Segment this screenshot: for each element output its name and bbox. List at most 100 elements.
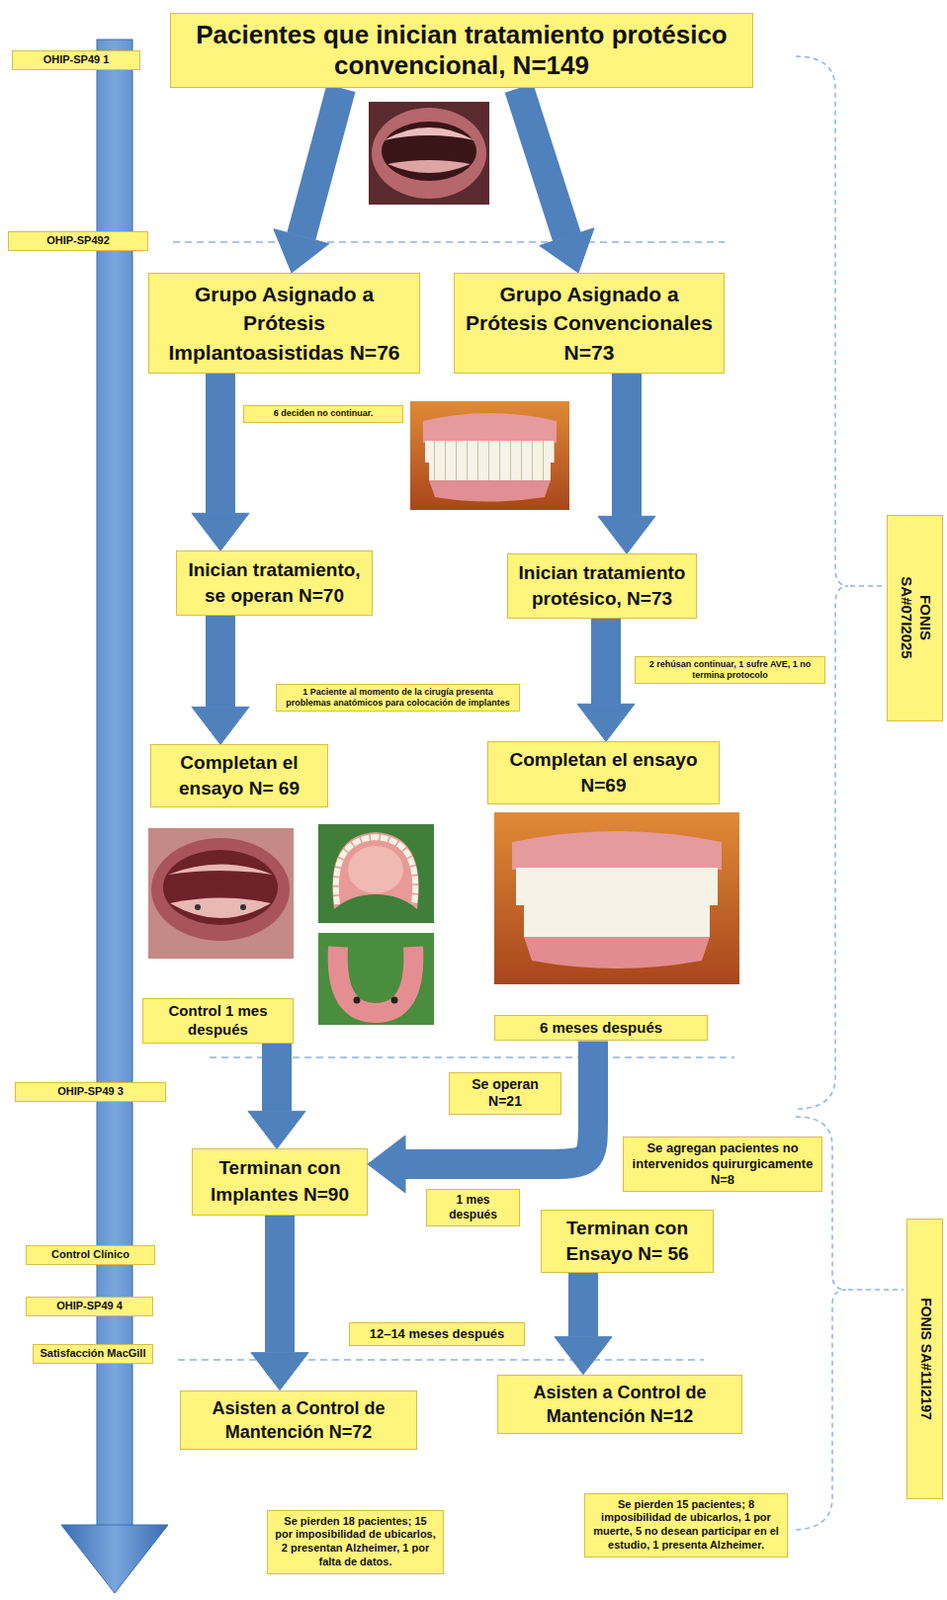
process-box: Terminan con Ensayo N= 56 — [540, 1209, 714, 1273]
node-text: Satisfacción MacGill — [37, 1347, 149, 1362]
flow-arrow — [191, 615, 250, 746]
brace-tick — [848, 1289, 904, 1292]
photo-ground — [318, 933, 434, 1026]
arrow-shaft — [518, 87, 567, 238]
arrow-shaft — [205, 615, 236, 708]
node-text: 1 Paciente al momento de la cirugía pres… — [280, 687, 516, 710]
upper-ridge — [168, 864, 273, 876]
process-box: Completan el ensayo N= 69 — [150, 744, 329, 807]
arrow-shaft — [405, 1040, 594, 1165]
funding-box: FONIS SA#11I2197 — [906, 1218, 944, 1500]
denture-photo — [410, 401, 570, 511]
arrow-shaft — [261, 1043, 292, 1113]
node-text: OHIP-SP49 1 — [16, 53, 136, 68]
dashed-line — [172, 241, 725, 244]
lips — [371, 107, 487, 199]
lower-gum — [429, 480, 551, 503]
node-text: OHIP-SP492 — [12, 234, 144, 249]
implant — [194, 904, 201, 911]
timeline-box: OHIP-SP49 4 — [25, 1296, 154, 1317]
node-text: Asisten a Control de Mantención N=72 — [188, 1396, 409, 1446]
arrow-head — [598, 516, 656, 554]
start-box: Pacientes que inician tratamiento protés… — [170, 12, 754, 88]
flow-arrow — [554, 1273, 612, 1376]
process-box: Terminan con Implantes N=90 — [191, 1148, 368, 1215]
node-text: Se pierden 15 pacientes; 8 imposibilidad… — [591, 1498, 781, 1553]
arrow-head — [191, 706, 250, 745]
upper-teeth — [516, 867, 718, 906]
node-text: Asisten a Control de Mantención N=12 — [506, 1380, 734, 1430]
brace-tick — [850, 585, 884, 588]
node-text: FONIS SA#07I2025 — [896, 563, 935, 673]
node-text: Inician tratamiento, se operan N=70 — [184, 557, 364, 608]
mouth-photo — [368, 101, 490, 205]
flow-arrow — [367, 1040, 594, 1194]
loss-note: Se pierden 15 pacientes; 8 imposibilidad… — [584, 1493, 788, 1558]
group-box: Grupo Asignado a Prótesis Implantoasisti… — [148, 272, 421, 374]
node-text: Terminan con Ensayo N= 56 — [549, 1215, 705, 1267]
timeline-box: Control Clínico — [25, 1245, 156, 1266]
upper-teeth — [425, 440, 555, 463]
timeline-head — [61, 1525, 169, 1594]
outcome-box: Asisten a Control de Mantención N=72 — [179, 1390, 418, 1452]
node-text: Completan el ensayo N= 69 — [159, 750, 320, 801]
funding-box: FONIS SA#07I2025 — [886, 515, 944, 722]
process-box: Se operan N=21 — [448, 1072, 562, 1116]
upper-denture-photo — [318, 824, 434, 924]
group-box: Grupo Asignado a Prótesis Convencionales… — [453, 272, 725, 374]
flow-arrow — [577, 618, 635, 743]
node-text: 1 mes después — [430, 1193, 516, 1223]
timeline-box: OHIP-SP49 1 — [11, 50, 141, 71]
lower-ridge — [387, 160, 471, 173]
denture-teeth — [336, 837, 416, 905]
implant-mouth-photo — [148, 828, 294, 959]
photo-ground — [148, 828, 294, 959]
node-text: 12–14 meses después — [355, 1326, 518, 1343]
process-box: Completan el ensayo N=69 — [487, 741, 720, 804]
flow-arrow — [598, 373, 656, 554]
note-box: 6 deciden no continuar. — [243, 405, 404, 423]
node-text: Grupo Asignado a Prótesis Implantoasisti… — [157, 279, 412, 367]
time-box: 12–14 meses después — [348, 1322, 525, 1347]
process-box: Inician tratamiento, se operan N=70 — [175, 550, 373, 615]
denture-base — [332, 832, 419, 910]
node-text: FONIS SA#11I2197 — [916, 1225, 935, 1493]
brace — [795, 56, 849, 1110]
arrow-shaft — [264, 1215, 295, 1354]
mouth-cavity — [381, 121, 477, 181]
node-text: 6 meses después — [501, 1019, 701, 1038]
arrow-shaft — [568, 1273, 599, 1338]
flow-arrow — [248, 1043, 306, 1150]
timeline-box: Satisfacción MacGill — [32, 1344, 154, 1365]
photo-ground — [318, 824, 434, 924]
arrow-head — [191, 513, 250, 551]
node-text: Pacientes que inician tratamiento protés… — [180, 19, 743, 82]
smile-photo — [494, 812, 740, 985]
node-text: Grupo Asignado a Prótesis Convencionales… — [462, 279, 716, 367]
arrow-head — [248, 1111, 306, 1149]
implant — [240, 904, 247, 911]
node-text: OHIP-SP49 3 — [19, 1085, 162, 1100]
node-text: Inician tratamiento protésico, N=73 — [516, 560, 689, 611]
node-text: Terminan con Implantes N=90 — [200, 1155, 359, 1208]
attachment — [353, 997, 361, 1005]
arrow-shaft — [611, 373, 642, 517]
arrow-head — [539, 228, 595, 273]
arrow-head — [251, 1353, 309, 1391]
lower-teeth — [523, 905, 710, 938]
upper-ridge — [383, 127, 475, 141]
time-box: 6 meses después — [494, 1015, 708, 1042]
node-text: 6 deciden no continuar. — [248, 408, 399, 420]
arrow-head — [554, 1337, 612, 1376]
time-box: 1 mes después — [426, 1189, 520, 1227]
node-text: Control Clínico — [30, 1248, 151, 1263]
flow-arrow — [251, 1215, 309, 1391]
photo-ground — [410, 401, 570, 511]
node-text: Control 1 mes después — [149, 1002, 287, 1040]
arrow-shaft — [301, 87, 342, 237]
photo-ground — [494, 812, 740, 985]
upper-gum — [512, 831, 722, 870]
flow-arrow — [518, 87, 595, 273]
note-box: 1 Paciente al momento de la cirugía pres… — [275, 684, 520, 713]
